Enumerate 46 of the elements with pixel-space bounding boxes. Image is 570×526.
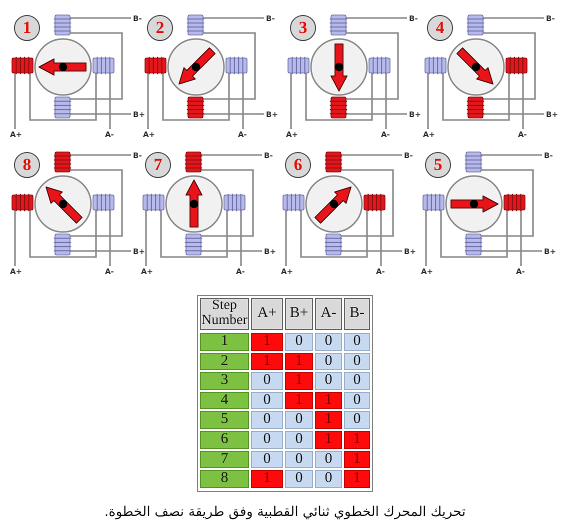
header-cell: Step Number xyxy=(200,298,249,330)
table-cell: 1 xyxy=(344,470,370,488)
table-cell: 1 xyxy=(344,450,370,468)
table-cell: 0 xyxy=(285,333,313,351)
table-cell: 1 xyxy=(315,431,342,449)
table-cell: 0 xyxy=(251,392,283,410)
table-cell: 0 xyxy=(344,372,370,390)
table-cell: 0 xyxy=(315,333,342,351)
table-cell: 0 xyxy=(251,450,283,468)
table-cell: 8 xyxy=(200,470,249,488)
table-cell: 0 xyxy=(315,450,342,468)
table-cell: 0 xyxy=(344,333,370,351)
table-cell: 1 xyxy=(315,411,342,429)
table-cell: 0 xyxy=(285,431,313,449)
table-cell: 3 xyxy=(200,372,249,390)
table-cell: 0 xyxy=(344,411,370,429)
table-cell: 1 xyxy=(251,333,283,351)
table-cell: 0 xyxy=(344,352,370,370)
table-cell: 5 xyxy=(200,411,249,429)
table-cell: 7 xyxy=(200,450,249,468)
table-cell: 0 xyxy=(251,372,283,390)
header-cell: B+ xyxy=(285,298,313,330)
table-cell: 1 xyxy=(251,352,283,370)
header-cell: A+ xyxy=(251,298,283,330)
table-cell: 0 xyxy=(251,431,283,449)
header-cell: B- xyxy=(344,298,370,330)
table-cell: 1 xyxy=(200,333,249,351)
table-cell: 1 xyxy=(285,352,313,370)
table-cell: 1 xyxy=(251,470,283,488)
table-cell: 0 xyxy=(251,411,283,429)
table-cell: 1 xyxy=(285,372,313,390)
table-cell: 1 xyxy=(285,392,313,410)
table-cell: 0 xyxy=(344,392,370,410)
caption: تحريك المحرك الخطوي ثنائي القطبية وفق طريقة نصف الخطوة. xyxy=(104,504,466,520)
table-cell: 4 xyxy=(200,392,249,410)
table-cell: 2 xyxy=(200,352,249,370)
table-cell: 6 xyxy=(200,431,249,449)
table-cell: 0 xyxy=(285,411,313,429)
table-cell: 0 xyxy=(315,352,342,370)
table-cell: 1 xyxy=(344,431,370,449)
table-cell: 0 xyxy=(315,372,342,390)
table-cell: 0 xyxy=(315,470,342,488)
table-cell: 0 xyxy=(285,470,313,488)
header-cell: A- xyxy=(315,298,342,330)
table-cell: 0 xyxy=(285,450,313,468)
table-cell: 1 xyxy=(315,392,342,410)
